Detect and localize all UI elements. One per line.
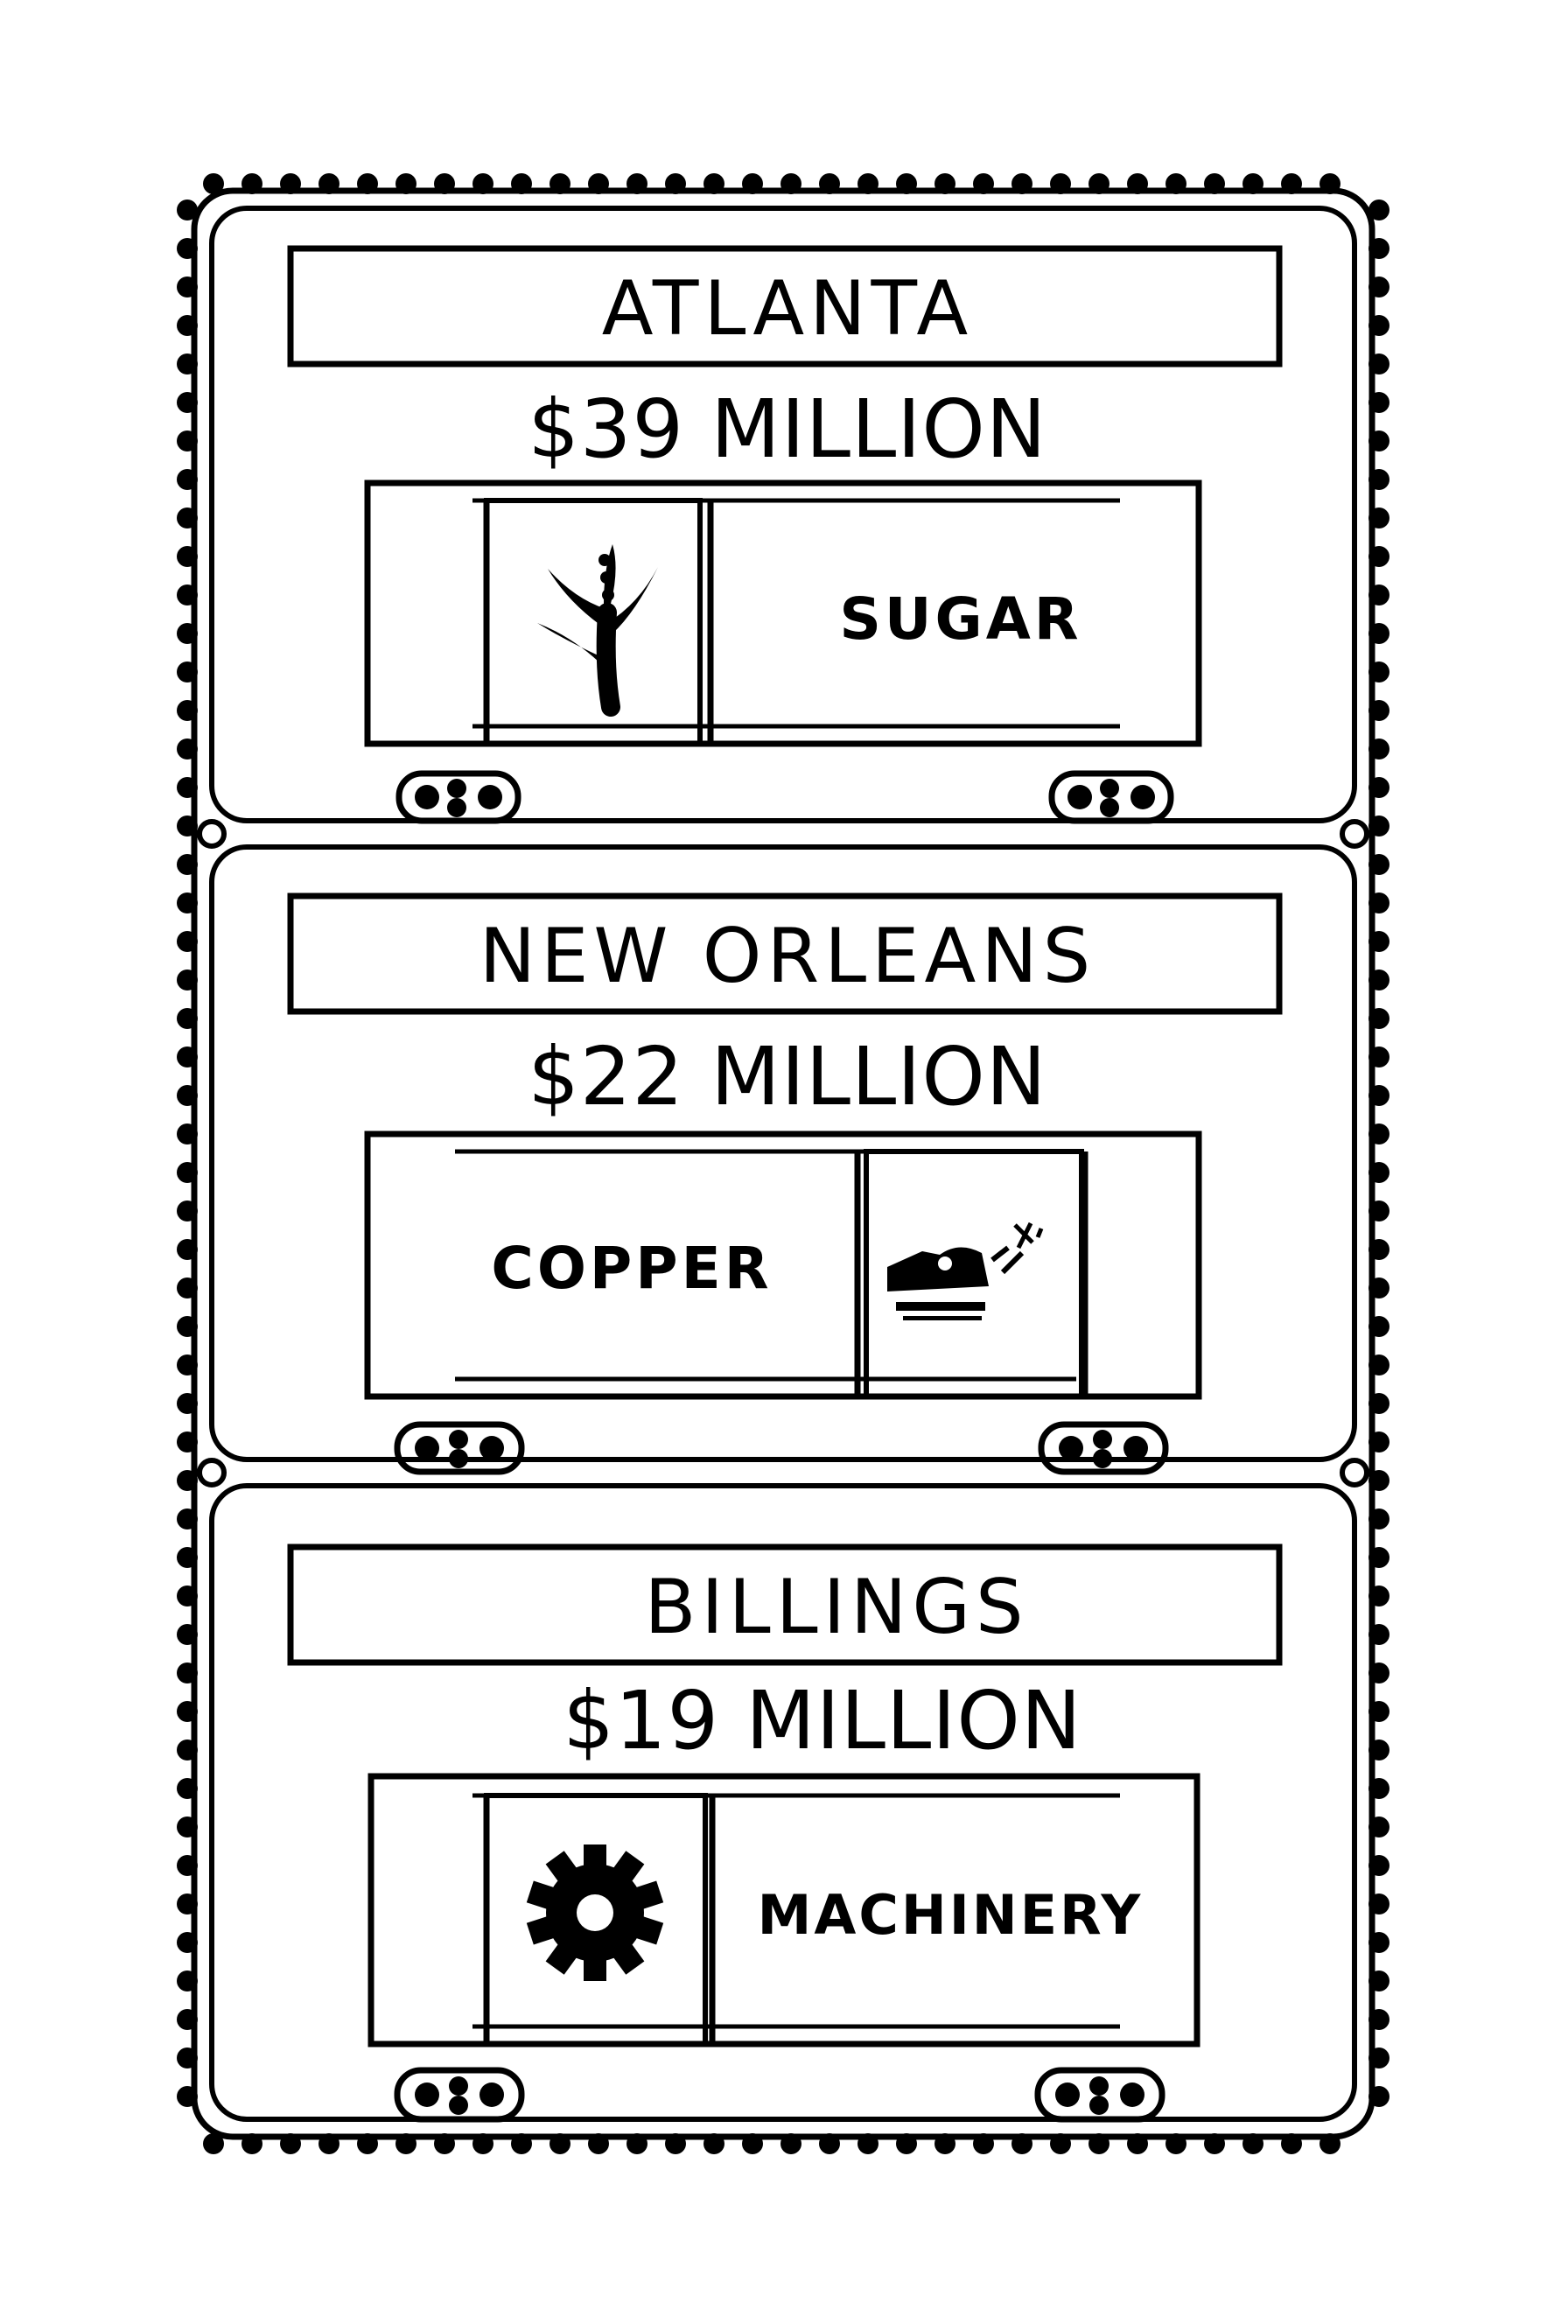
copper-smelting-icon [887,1222,1044,1320]
boxcar: MACHINERY [368,1773,1200,2123]
city-name: NEW ORLEANS [480,913,1096,1000]
commodity-label: SUGAR [839,585,1082,653]
panel-billings: BILLINGS $19 MILLION MACHINERY [209,1483,1357,2123]
wheel-truck-right [1038,1421,1169,1475]
city-nameplate [287,892,1283,1015]
boxcar-body [364,480,1202,747]
perforation-dot [177,200,198,220]
commodity-label: MACHINERY [758,1883,1144,1947]
wheel-truck-left [396,770,522,824]
city-nameplate [287,1544,1283,1666]
wheel-truck-left [394,2067,525,2123]
panel-atlanta: ATLANTA $39 MILLION SUGAR [209,206,1357,824]
boxcar-door [484,498,703,746]
outer-border [191,187,1376,2140]
boxcar-body [368,1773,1200,2048]
amount-label: $22 MILLION [528,1030,1046,1124]
boxcar: COPPER [364,1130,1202,1475]
gear-icon [526,1844,664,1981]
panel-new-orleans: NEW ORLEANS $22 MILLION COPPER [209,844,1357,1475]
city-name: ATLANTA [602,265,973,353]
city-name: BILLINGS [644,1564,1028,1651]
wheel-truck-right [1034,2067,1166,2123]
wheel-truck-left [394,1421,525,1475]
sugarcane-icon [537,544,658,717]
perforation-dot [203,173,224,194]
perforation-dot [203,2133,224,2154]
perforation-dot [1368,200,1390,220]
wheel-truck-right [1048,770,1174,824]
amount-label: $19 MILLION [563,1674,1082,1768]
boxcar-door [864,1149,1084,1399]
boxcar-body [364,1130,1202,1400]
boxcar: SUGAR [364,480,1202,824]
city-nameplate [287,245,1283,368]
panel-frame [209,206,1357,823]
panel-frame [209,1483,1357,2122]
panel-frame [209,844,1357,1462]
boxcar-door [484,1793,708,2047]
commodity-label: COPPER [491,1235,772,1302]
panel-divider-ornaments [197,819,1369,1488]
amount-label: $39 MILLION [528,382,1046,476]
